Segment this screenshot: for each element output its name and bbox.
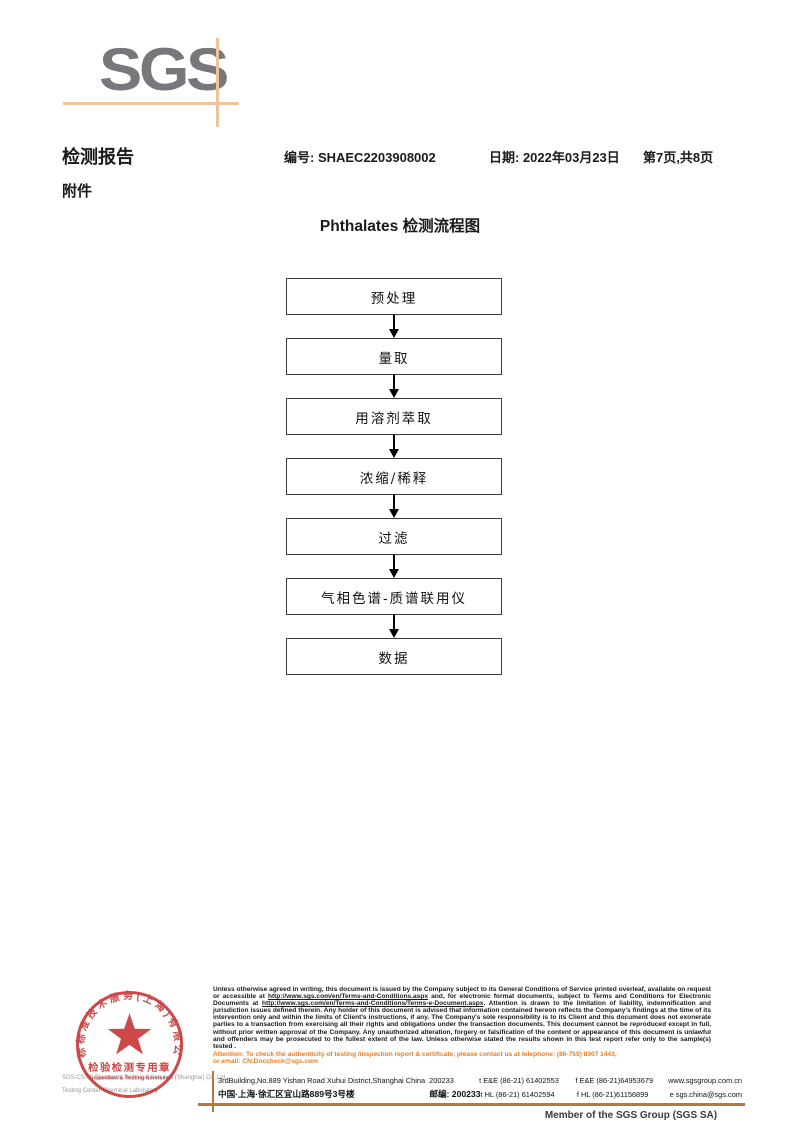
flow-down-arrow-icon [286,315,502,338]
postcode-cn: 邮编: 200233 [429,1089,481,1100]
address-block: 3rdBuilding,No.889 Yishan Road Xuhui Dis… [218,1074,742,1101]
flow-step-box: 预处理 [286,278,502,315]
logo-crosshair-vertical-line [216,38,219,127]
stamp-center-cn: 检验检测专用章 [88,1061,171,1074]
flow-down-arrow-icon [286,435,502,458]
phone-hl: t HL (86-21) 61402594 [480,1089,555,1099]
attention-note: Attention: To check the authenticity of … [213,1051,711,1065]
company-name-line1: SGS-CSTC Standards Technical Services (S… [62,1075,227,1081]
inspection-stamp-seal: 通标标准技术服务(上海)有限公司 检验检测专用章 Inspection & Te… [68,983,184,1099]
footer-rule [198,1103,745,1106]
stamp-ring [75,990,184,1099]
disclaimer-text: Unless otherwise agreed in writing, this… [213,986,711,1050]
phone-ee: t E&E (86-21) 61402553 [479,1076,559,1086]
sgs-logo: SGS [99,36,229,103]
stamp-ring-text: 通标标准技术服务(上海)有限公司 [68,983,184,1060]
flow-down-arrow-icon [286,615,502,638]
flowchart-title: Phthalates 检测流程图 [319,218,481,235]
terms-url: http://www.sgs.com/en/Terms-and-Conditio… [261,1000,484,1008]
attention-line1: Attention: To check the authenticity of … [213,1050,617,1058]
stamp-center-en: Inspection & Testing Services [90,1076,169,1082]
report-title: 检测报告 [62,147,134,167]
flow-step-box: 过滤 [286,518,502,555]
flow-down-arrow-icon [286,375,502,398]
flow-down-arrow-icon [286,555,502,578]
footer-legal-block: Unless otherwise agreed in writing, this… [213,986,711,1065]
address-row-cn: 中国·上海·徐汇区宜山路889号3号楼 邮编: 200233 t HL (86-… [218,1088,742,1102]
fax-ee: f E&E (86-21)64953679 [575,1076,654,1086]
attachment-label: 附件 [62,183,93,200]
terms-url: http://www.sgs.com/en/Terms-and-Conditio… [267,993,429,1001]
address-row-en: 3rdBuilding,No.889 Yishan Road Xuhui Dis… [218,1074,742,1088]
page-number-info: 第7页,共8页 [643,150,714,165]
postcode-en: 200233 [429,1076,454,1086]
flow-step-box: 气相色谱-质谱联用仪 [286,578,502,615]
address-en: 3rdBuilding,No.889 Yishan Road Xuhui Dis… [218,1076,426,1086]
flow-step-box: 数据 [286,638,502,675]
fax-hl: f HL (86-21)61156899 [576,1089,649,1099]
company-name-en: SGS-CSTC Standards Technical Services (S… [62,1072,227,1098]
report-number: 编号: SHAEC2203908002 [284,150,436,165]
flow-step-box: 浓缩/稀释 [286,458,502,495]
flow-step-box: 量取 [286,338,502,375]
star-icon [107,1013,152,1055]
attention-line2: or email: CN.Doccheck@sgs.com [213,1057,319,1065]
address-left-divider [212,1071,214,1112]
logo-crosshair-horizontal-line [63,102,239,105]
report-date: 日期: 2022年03月23日 [489,150,620,165]
email-address: e sgs.china@sgs.com [669,1089,742,1099]
sgs-member-line: Member of the SGS Group (SGS SA) [544,1110,718,1121]
flow-step-box: 用溶剂萃取 [286,398,502,435]
company-name-line2: Testing Center-Chemical Laboratory [62,1088,159,1094]
flow-down-arrow-icon [286,495,502,518]
address-cn: 中国·上海·徐汇区宜山路889号3号楼 [218,1089,355,1100]
website-url: www.sgsgroup.com.cn [668,1076,742,1086]
flowchart: 预处理量取用溶剂萃取浓缩/稀释过滤气相色谱-质谱联用仪数据 [286,278,502,675]
